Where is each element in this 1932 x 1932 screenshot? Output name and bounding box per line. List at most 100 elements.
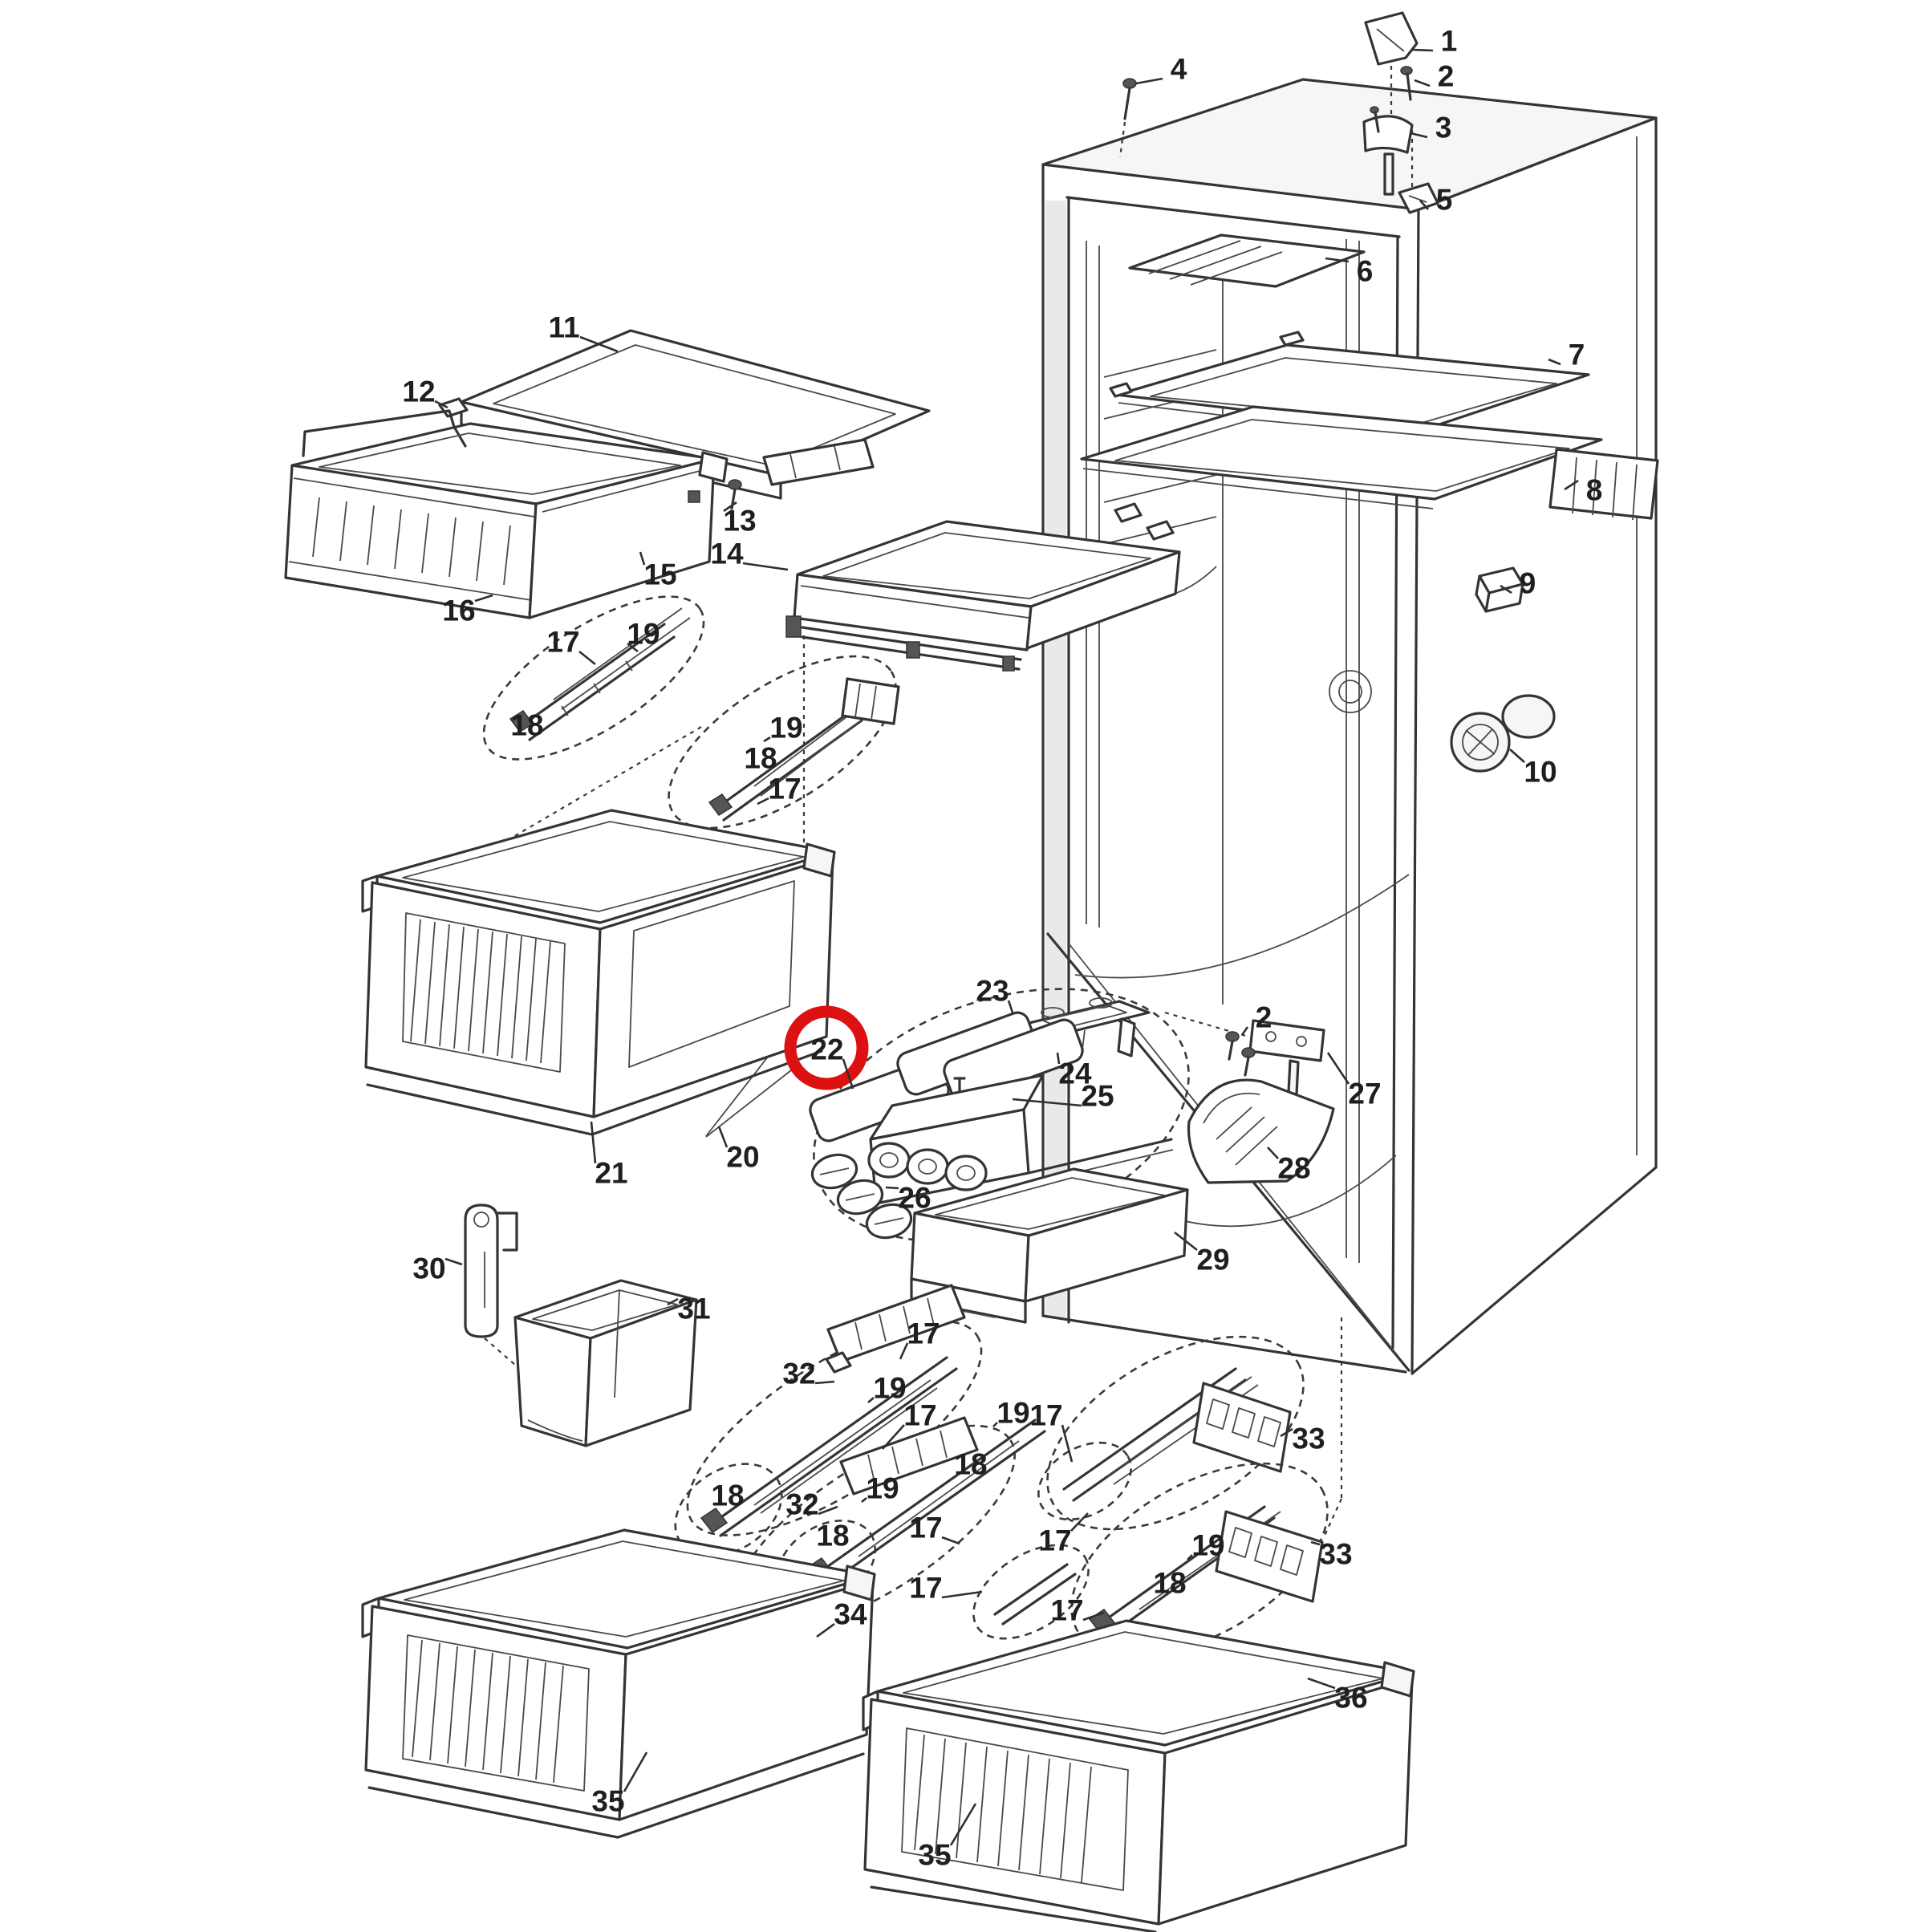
bottom-right-rails	[1016, 1297, 1360, 1696]
part-label-18-20: 18	[744, 742, 777, 775]
leader-line-part-33	[1311, 1542, 1320, 1544]
leader-line-part-35	[624, 1752, 647, 1792]
control-box-part-26	[809, 1075, 1173, 1243]
part-label-34-54: 34	[834, 1598, 867, 1631]
hinge-bracket-part-3	[1364, 116, 1412, 152]
leader-line-part-7	[1548, 359, 1561, 364]
leader-line-part-19	[764, 737, 770, 741]
hinge-cover-part-1	[1366, 13, 1417, 64]
part-label-7-6: 7	[1569, 339, 1585, 371]
highlight-circle-part-22	[790, 1012, 862, 1084]
part-label-19-40: 19	[866, 1472, 899, 1505]
part-label-33-53: 33	[1319, 1538, 1352, 1571]
bucket-part-31	[515, 1281, 696, 1446]
leader-line-part-2	[1414, 80, 1430, 86]
drawer-front-slats	[313, 497, 510, 585]
leader-line-part-17	[1062, 1425, 1072, 1462]
part-label-21-23: 21	[595, 1157, 627, 1190]
part-label-36-57: 36	[1334, 1682, 1367, 1715]
leader-line-part-25	[1013, 1099, 1082, 1106]
leader-line-part-19	[862, 1498, 867, 1502]
part-label-31-34: 31	[677, 1293, 710, 1325]
leader-line-part-4	[1136, 79, 1163, 83]
part-label-4-3: 4	[1171, 53, 1187, 86]
drawer-window-ribs	[411, 919, 550, 1063]
part-label-30-33: 30	[412, 1252, 445, 1285]
part-label-23-25: 23	[976, 975, 1009, 1008]
part-label-8-7: 8	[1586, 474, 1603, 507]
part-label-17-48: 17	[1029, 1399, 1062, 1432]
leader-line-part-20	[719, 1126, 727, 1147]
part-label-32-35: 32	[782, 1358, 815, 1390]
drawer-window-ribs	[915, 1735, 1091, 1882]
frame-side-rail	[764, 440, 873, 485]
middle-hinge-part-27	[1226, 1021, 1324, 1094]
part-label-12-11: 12	[402, 375, 435, 408]
part-label-20-22: 20	[726, 1141, 759, 1174]
leader-line-part-21	[591, 1122, 595, 1163]
part-label-27-30: 27	[1348, 1078, 1381, 1110]
leader-line-part-2	[1242, 1027, 1248, 1035]
part-label-18-52: 18	[1153, 1567, 1186, 1600]
leader-line-part-16	[475, 595, 493, 601]
small-part-9	[1476, 568, 1523, 611]
leader-line-part-27	[1328, 1053, 1349, 1084]
ice-trays-part-24	[807, 1009, 1086, 1144]
leader-line-part-17	[942, 1537, 960, 1544]
leader-line-part-17	[900, 1343, 907, 1359]
leader-line-part-17	[757, 798, 769, 804]
part-label-17-36: 17	[907, 1317, 940, 1350]
part-label-18-41: 18	[711, 1479, 744, 1512]
drawer-part-15-16	[286, 411, 727, 618]
leader-line-part-17	[1083, 1613, 1104, 1620]
leader-line-part-8	[1565, 481, 1578, 489]
slide-rail-group-b	[642, 623, 923, 861]
part-label-17-43: 17	[909, 1512, 942, 1544]
part-label-1-0: 1	[1441, 25, 1458, 58]
part-label-17-50: 17	[1050, 1594, 1083, 1627]
leader-line-part-5	[1420, 201, 1428, 209]
part-label-18-46: 18	[954, 1448, 987, 1481]
leader-line-part-11	[580, 337, 618, 351]
leader-line-part-6	[1325, 258, 1349, 262]
part-label-17-49: 17	[1038, 1524, 1071, 1557]
bottom-drawer-right-35-36	[863, 1621, 1414, 1932]
leader-line-part-31	[668, 1299, 678, 1305]
part-label-6-5: 6	[1357, 255, 1374, 288]
top-hinge-parts	[1120, 13, 1438, 213]
shelf-frame-part-8	[1082, 407, 1658, 539]
part-label-17-21: 17	[768, 773, 801, 806]
part-label-17-38: 17	[903, 1399, 936, 1432]
leader-line-part-32	[818, 1507, 838, 1514]
part-label-2-29: 2	[1256, 1001, 1272, 1034]
part-label-18-42: 18	[816, 1520, 849, 1552]
part-label-17-44: 17	[909, 1572, 942, 1605]
drawer-part-20-21	[363, 810, 834, 1134]
part-label-5-4: 5	[1436, 184, 1453, 217]
leader-line-part-3	[1410, 133, 1427, 137]
leader-line-part-13	[724, 502, 737, 511]
part-label-18-18: 18	[510, 709, 543, 742]
part-label-19-17: 19	[627, 618, 660, 651]
cover-part-28	[1189, 1080, 1334, 1183]
part-label-15-14: 15	[643, 558, 676, 591]
part-label-19-51: 19	[1191, 1529, 1224, 1562]
part-label-24-26: 24	[1058, 1057, 1092, 1090]
part-label-2-1: 2	[1438, 60, 1455, 93]
part-label-14-13: 14	[710, 538, 744, 570]
part-label-9-8: 9	[1520, 567, 1536, 600]
leader-line-part-26	[886, 1187, 899, 1188]
part-label-28-31: 28	[1277, 1152, 1310, 1185]
leader-line-part-17	[1071, 1513, 1088, 1531]
part-label-26-28: 26	[898, 1182, 931, 1215]
lamp-lens-part-10	[1451, 696, 1554, 771]
leader-line-part-17	[883, 1425, 904, 1449]
part-label-19-45: 19	[996, 1397, 1029, 1430]
slide-rail-group-a	[460, 566, 729, 789]
leader-line-part-30	[445, 1259, 462, 1264]
control-cluster-22-26	[780, 943, 1222, 1288]
part-label-10-9: 10	[1524, 756, 1557, 789]
screw-part-4	[1123, 79, 1136, 88]
